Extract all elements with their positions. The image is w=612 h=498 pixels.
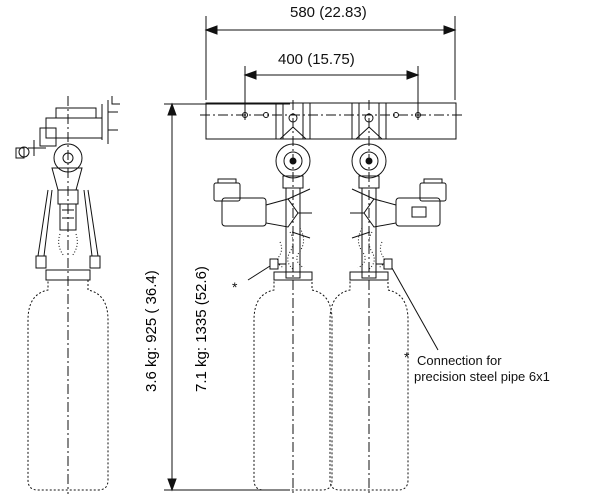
regulator-unit-right (349, 100, 447, 290)
gas-bottle-left (253, 279, 333, 494)
overall-width-label: 580 (22.83) (290, 4, 367, 21)
pitch-label: 400 (15.75) (278, 51, 355, 68)
connection-note-line2: precision steel pipe 6x1 (414, 369, 550, 384)
side-view-bracket (15, 96, 120, 191)
connection-marker-note: * (404, 349, 410, 365)
side-view-bottle (27, 279, 109, 491)
leader-line-left (247, 265, 271, 281)
gas-bottle-right (329, 279, 409, 494)
leader-line-right (391, 267, 439, 351)
height-small-label: 3.6 kg: 925 ( 36.4) (143, 270, 160, 392)
dimension-height (164, 102, 290, 492)
dimension-pitch (243, 66, 420, 120)
mounting-bar (200, 102, 462, 140)
height-large-label: 7.1 kg: 1335 (52.6) (193, 266, 210, 392)
connection-marker-left: * (232, 279, 238, 295)
regulator-unit-left (213, 100, 313, 290)
dimension-overall-width (204, 16, 457, 100)
connection-note-line1: Connection for (417, 353, 502, 368)
